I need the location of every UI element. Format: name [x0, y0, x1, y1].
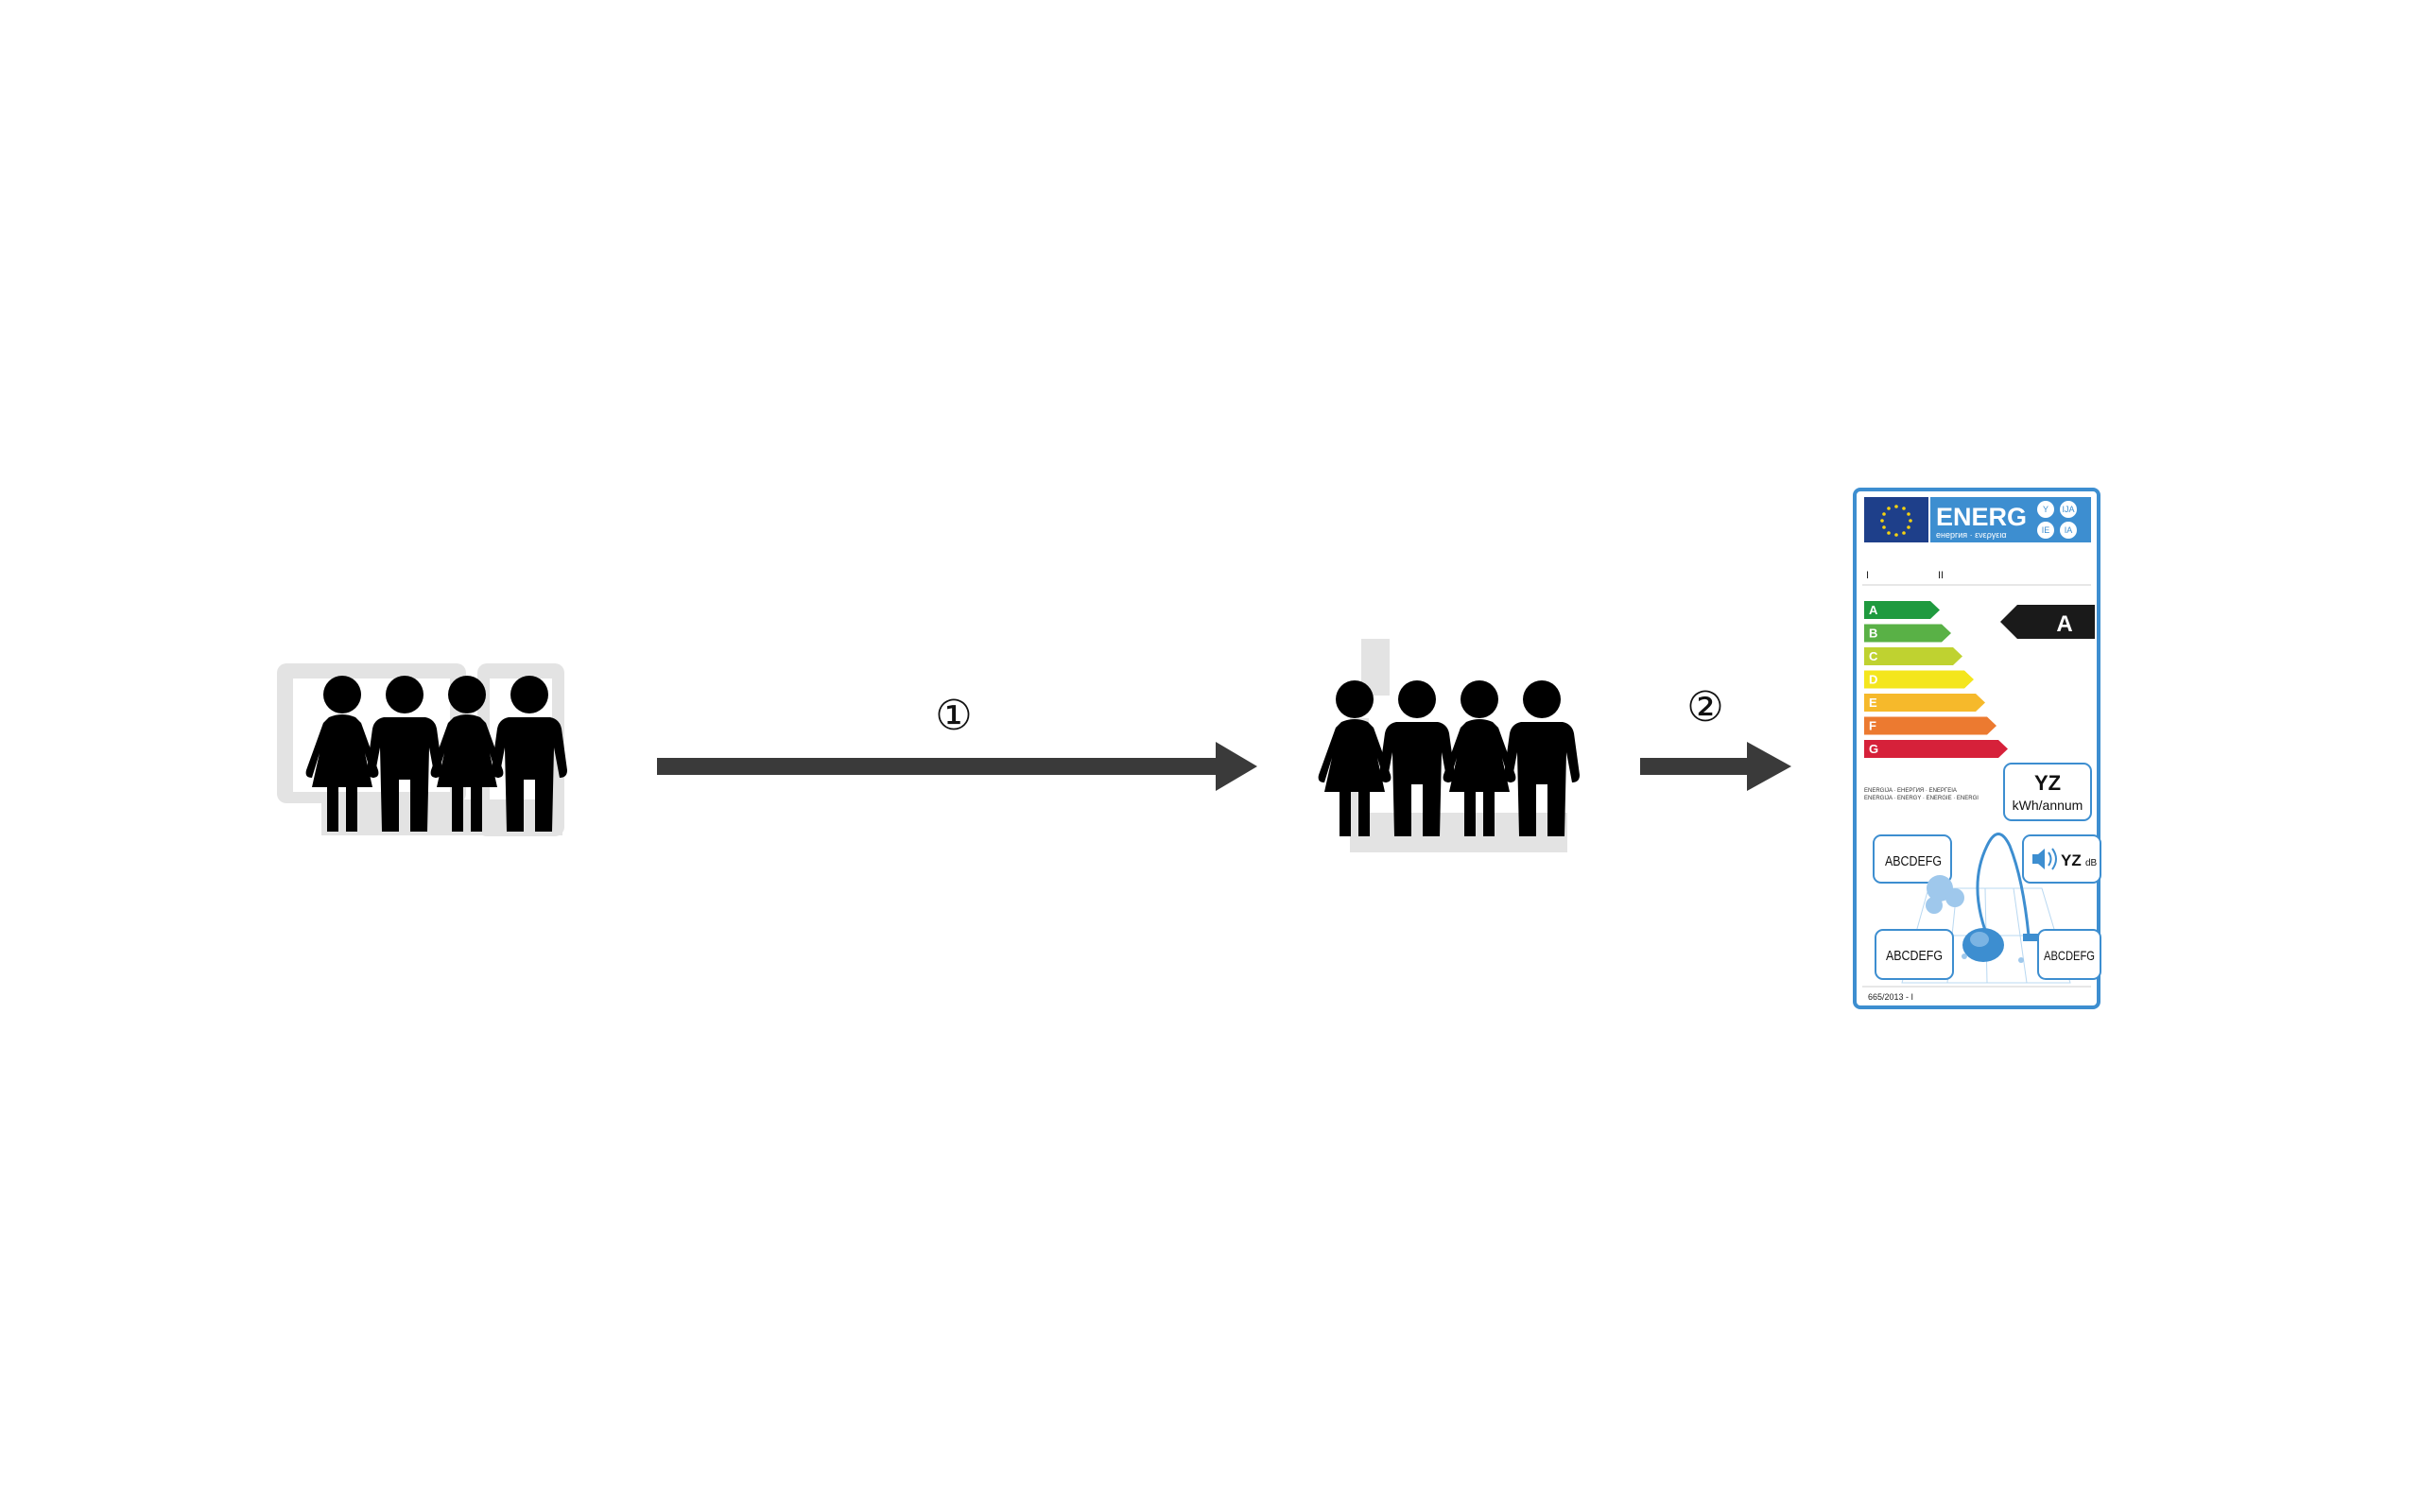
energy-label-title: ENERG [1936, 503, 2027, 531]
rating-indicator: A [2000, 605, 2095, 639]
efficiency-class-bar-c [1864, 647, 1962, 665]
noise-unit: dB [2085, 858, 2098, 868]
arrow-step-2 [1640, 742, 1791, 791]
efficiency-class-letter-c: C [1869, 649, 1878, 663]
hard-floor-class-box: ABCDEFG [2037, 929, 2101, 980]
efficiency-class-letter-b: B [1869, 627, 1877, 641]
energy-label-header: ENERG енергия · ενεργεια Y IJA IE IA [1864, 497, 2091, 542]
speaker-icon [2032, 848, 2057, 870]
efficiency-class-bar-d [1864, 670, 1974, 689]
carpet-class-scale: ABCDEFG [1886, 948, 1943, 964]
step-1-label: ① [935, 692, 972, 740]
svg-text:Y: Y [2043, 505, 2048, 514]
efficiency-class-letter-f: F [1869, 719, 1876, 733]
hard-floor-class-scale: ABCDEFG [2044, 948, 2095, 963]
dust-icon [1926, 875, 2024, 963]
efficiency-class-bar-a [1864, 601, 1940, 619]
dust-class-scale: ABCDEFG [1885, 853, 1942, 869]
svg-text:IA: IA [2065, 525, 2073, 535]
vacuum-cleaner-icon [1901, 833, 2071, 984]
languages-line-2: ENERGIJA · ENERGY · ENERGIE · ENERGI [1864, 796, 1979, 801]
efficiency-class-bar-g [1864, 740, 2008, 758]
group-people-middle [1319, 639, 1580, 852]
consumption-unit: kWh/annum [2013, 798, 2083, 813]
noise-box: YZ dB [2022, 834, 2101, 884]
supplier-mark-1: I [1866, 570, 1869, 581]
energy-label-badges: Y IJA IE IA [2037, 501, 2077, 539]
carpet-class-box: ABCDEFG [1875, 929, 1954, 980]
efficiency-class-bar-f [1864, 716, 1996, 735]
efficiency-class-letter-d: D [1869, 673, 1877, 687]
consumption-box: YZ kWh/annum [2003, 763, 2092, 821]
noise-value: YZ [2061, 851, 2082, 869]
regulation-reference: 665/2013 - I [1868, 992, 1913, 1002]
group-people-left [277, 663, 567, 836]
efficiency-class-letter-g: G [1869, 742, 1878, 756]
supplier-mark-2: II [1938, 570, 1944, 581]
step-2-label: ② [1686, 683, 1723, 731]
energy-label-subtitle: енергия · ενεργεια [1936, 530, 2007, 540]
consumption-value: YZ [2034, 771, 2061, 795]
efficiency-scale: ABCDEFG [1864, 601, 2008, 758]
svg-text:IJA: IJA [2062, 505, 2074, 514]
efficiency-class-bar-b [1864, 624, 1951, 643]
svg-text:IE: IE [2042, 525, 2050, 535]
languages-line-1: ENERGIJA · ЕНЕРГИЯ · ΕΝΕΡΓΕΙΑ [1864, 788, 1957, 794]
energy-label: ENERG енергия · ενεργεια Y IJA IE IA I I… [1853, 488, 2101, 1009]
efficiency-class-letter-e: E [1869, 696, 1877, 710]
arrow-step-1 [657, 742, 1257, 791]
efficiency-class-bar-e [1864, 694, 1985, 712]
rating-letter: A [2056, 611, 2072, 637]
dust-class-box: ABCDEFG [1873, 834, 1952, 884]
efficiency-class-letter-a: A [1869, 603, 1878, 617]
